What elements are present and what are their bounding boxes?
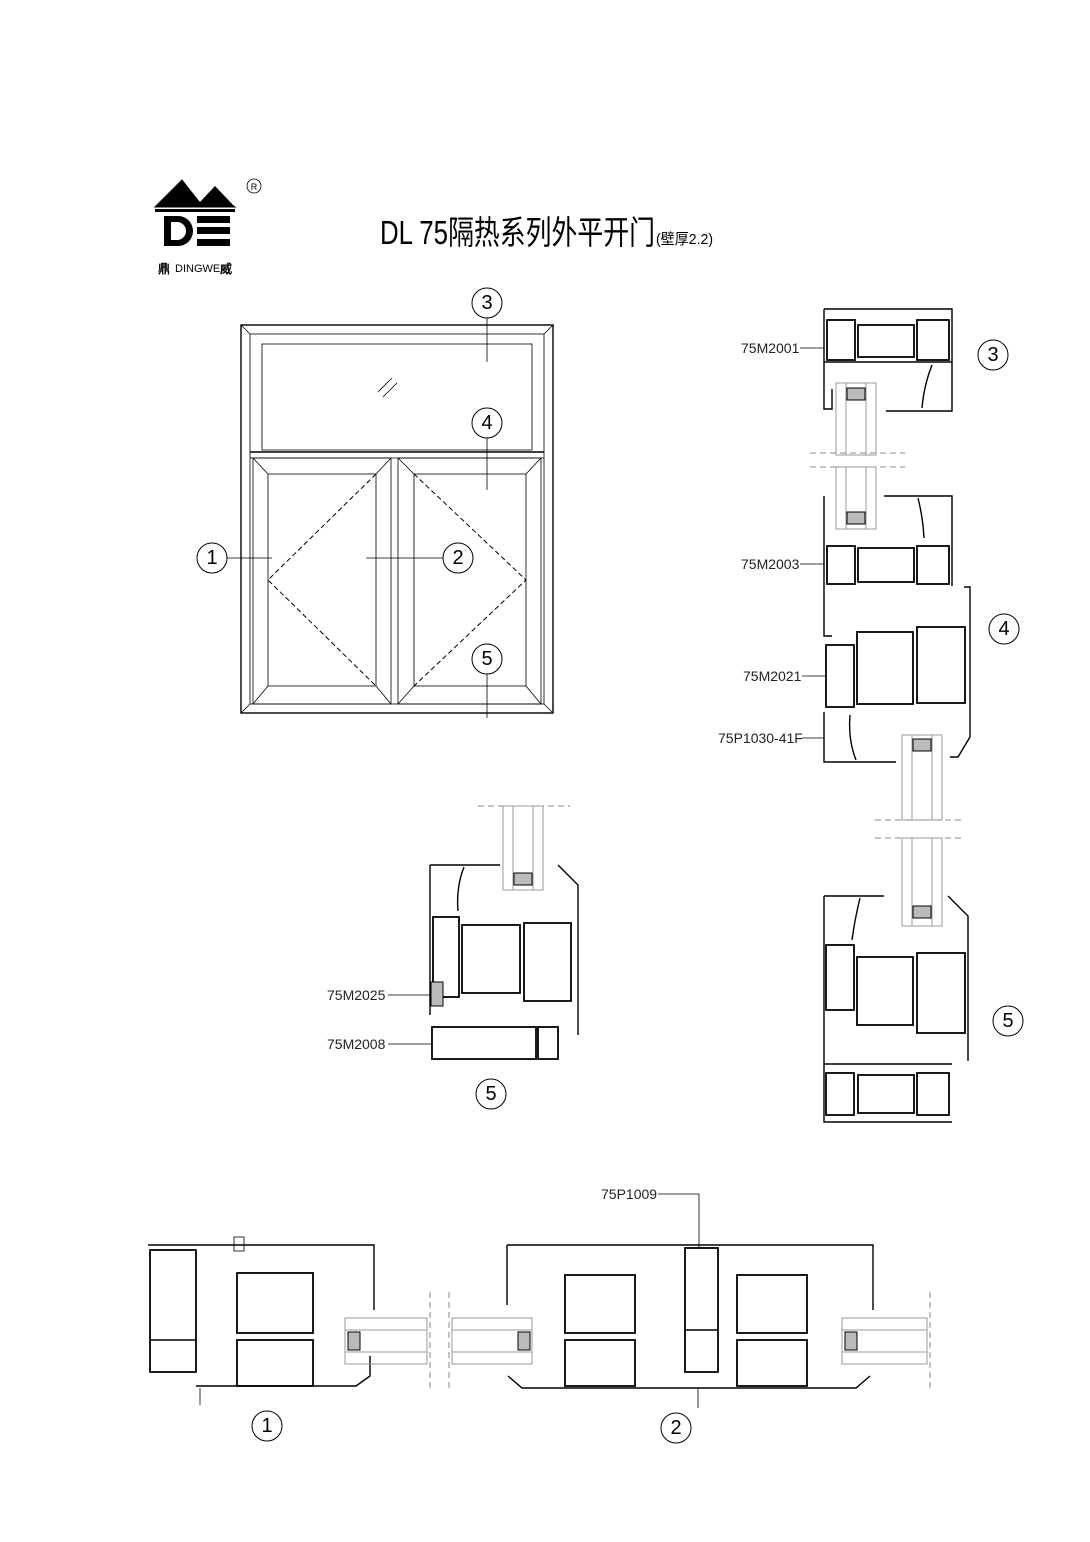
label-75M2021: 75M2021 bbox=[743, 668, 802, 684]
elevation-callout-1: 1 bbox=[206, 547, 217, 569]
elevation-callout-4: 4 bbox=[481, 412, 492, 434]
label-75M2008: 75M2008 bbox=[327, 1036, 386, 1052]
logo-brand-text: DINGWEI bbox=[175, 263, 223, 275]
vertical-section-3-4: 75M2001 75M2003 75M2021 75P1030-41F 3 4 … bbox=[718, 308, 1024, 1123]
elevation-callout-3: 3 bbox=[481, 292, 492, 314]
horizontal-section-1-2: 1 75P1009 2 bbox=[148, 1186, 931, 1444]
bottom-callout-1: 1 bbox=[261, 1415, 272, 1437]
threshold-callout-5: 5 bbox=[485, 1083, 496, 1105]
page-title: DL 75隔热系列外平开门 bbox=[380, 214, 655, 251]
label-75P1030-41F: 75P1030-41F bbox=[718, 730, 803, 746]
dingwei-logo: 鼎 DINGWEI 威 R bbox=[153, 178, 262, 276]
section-callout-3: 3 bbox=[987, 344, 998, 366]
page-subtitle: (壁厚2.2) bbox=[656, 231, 713, 248]
registered-mark-icon bbox=[246, 178, 262, 194]
label-75P1009: 75P1009 bbox=[601, 1186, 657, 1202]
door-elevation: 3 4 1 2 5 bbox=[196, 287, 554, 718]
label-75M2025: 75M2025 bbox=[327, 987, 386, 1003]
section-callout-5: 5 bbox=[1002, 1010, 1013, 1032]
section-callout-4: 4 bbox=[998, 618, 1009, 640]
label-75M2003: 75M2003 bbox=[741, 556, 800, 572]
threshold-section-5: 75M2025 75M2008 5 bbox=[327, 805, 579, 1110]
label-75M2001: 75M2001 bbox=[741, 340, 800, 356]
elevation-callout-2: 2 bbox=[452, 547, 463, 569]
registered-mark: R bbox=[251, 182, 258, 192]
elevation-callout-5: 5 bbox=[481, 648, 492, 670]
bottom-callout-2: 2 bbox=[670, 1417, 681, 1439]
logo-brand-right: 威 bbox=[220, 261, 232, 276]
logo-brand-left: 鼎 bbox=[158, 262, 170, 276]
